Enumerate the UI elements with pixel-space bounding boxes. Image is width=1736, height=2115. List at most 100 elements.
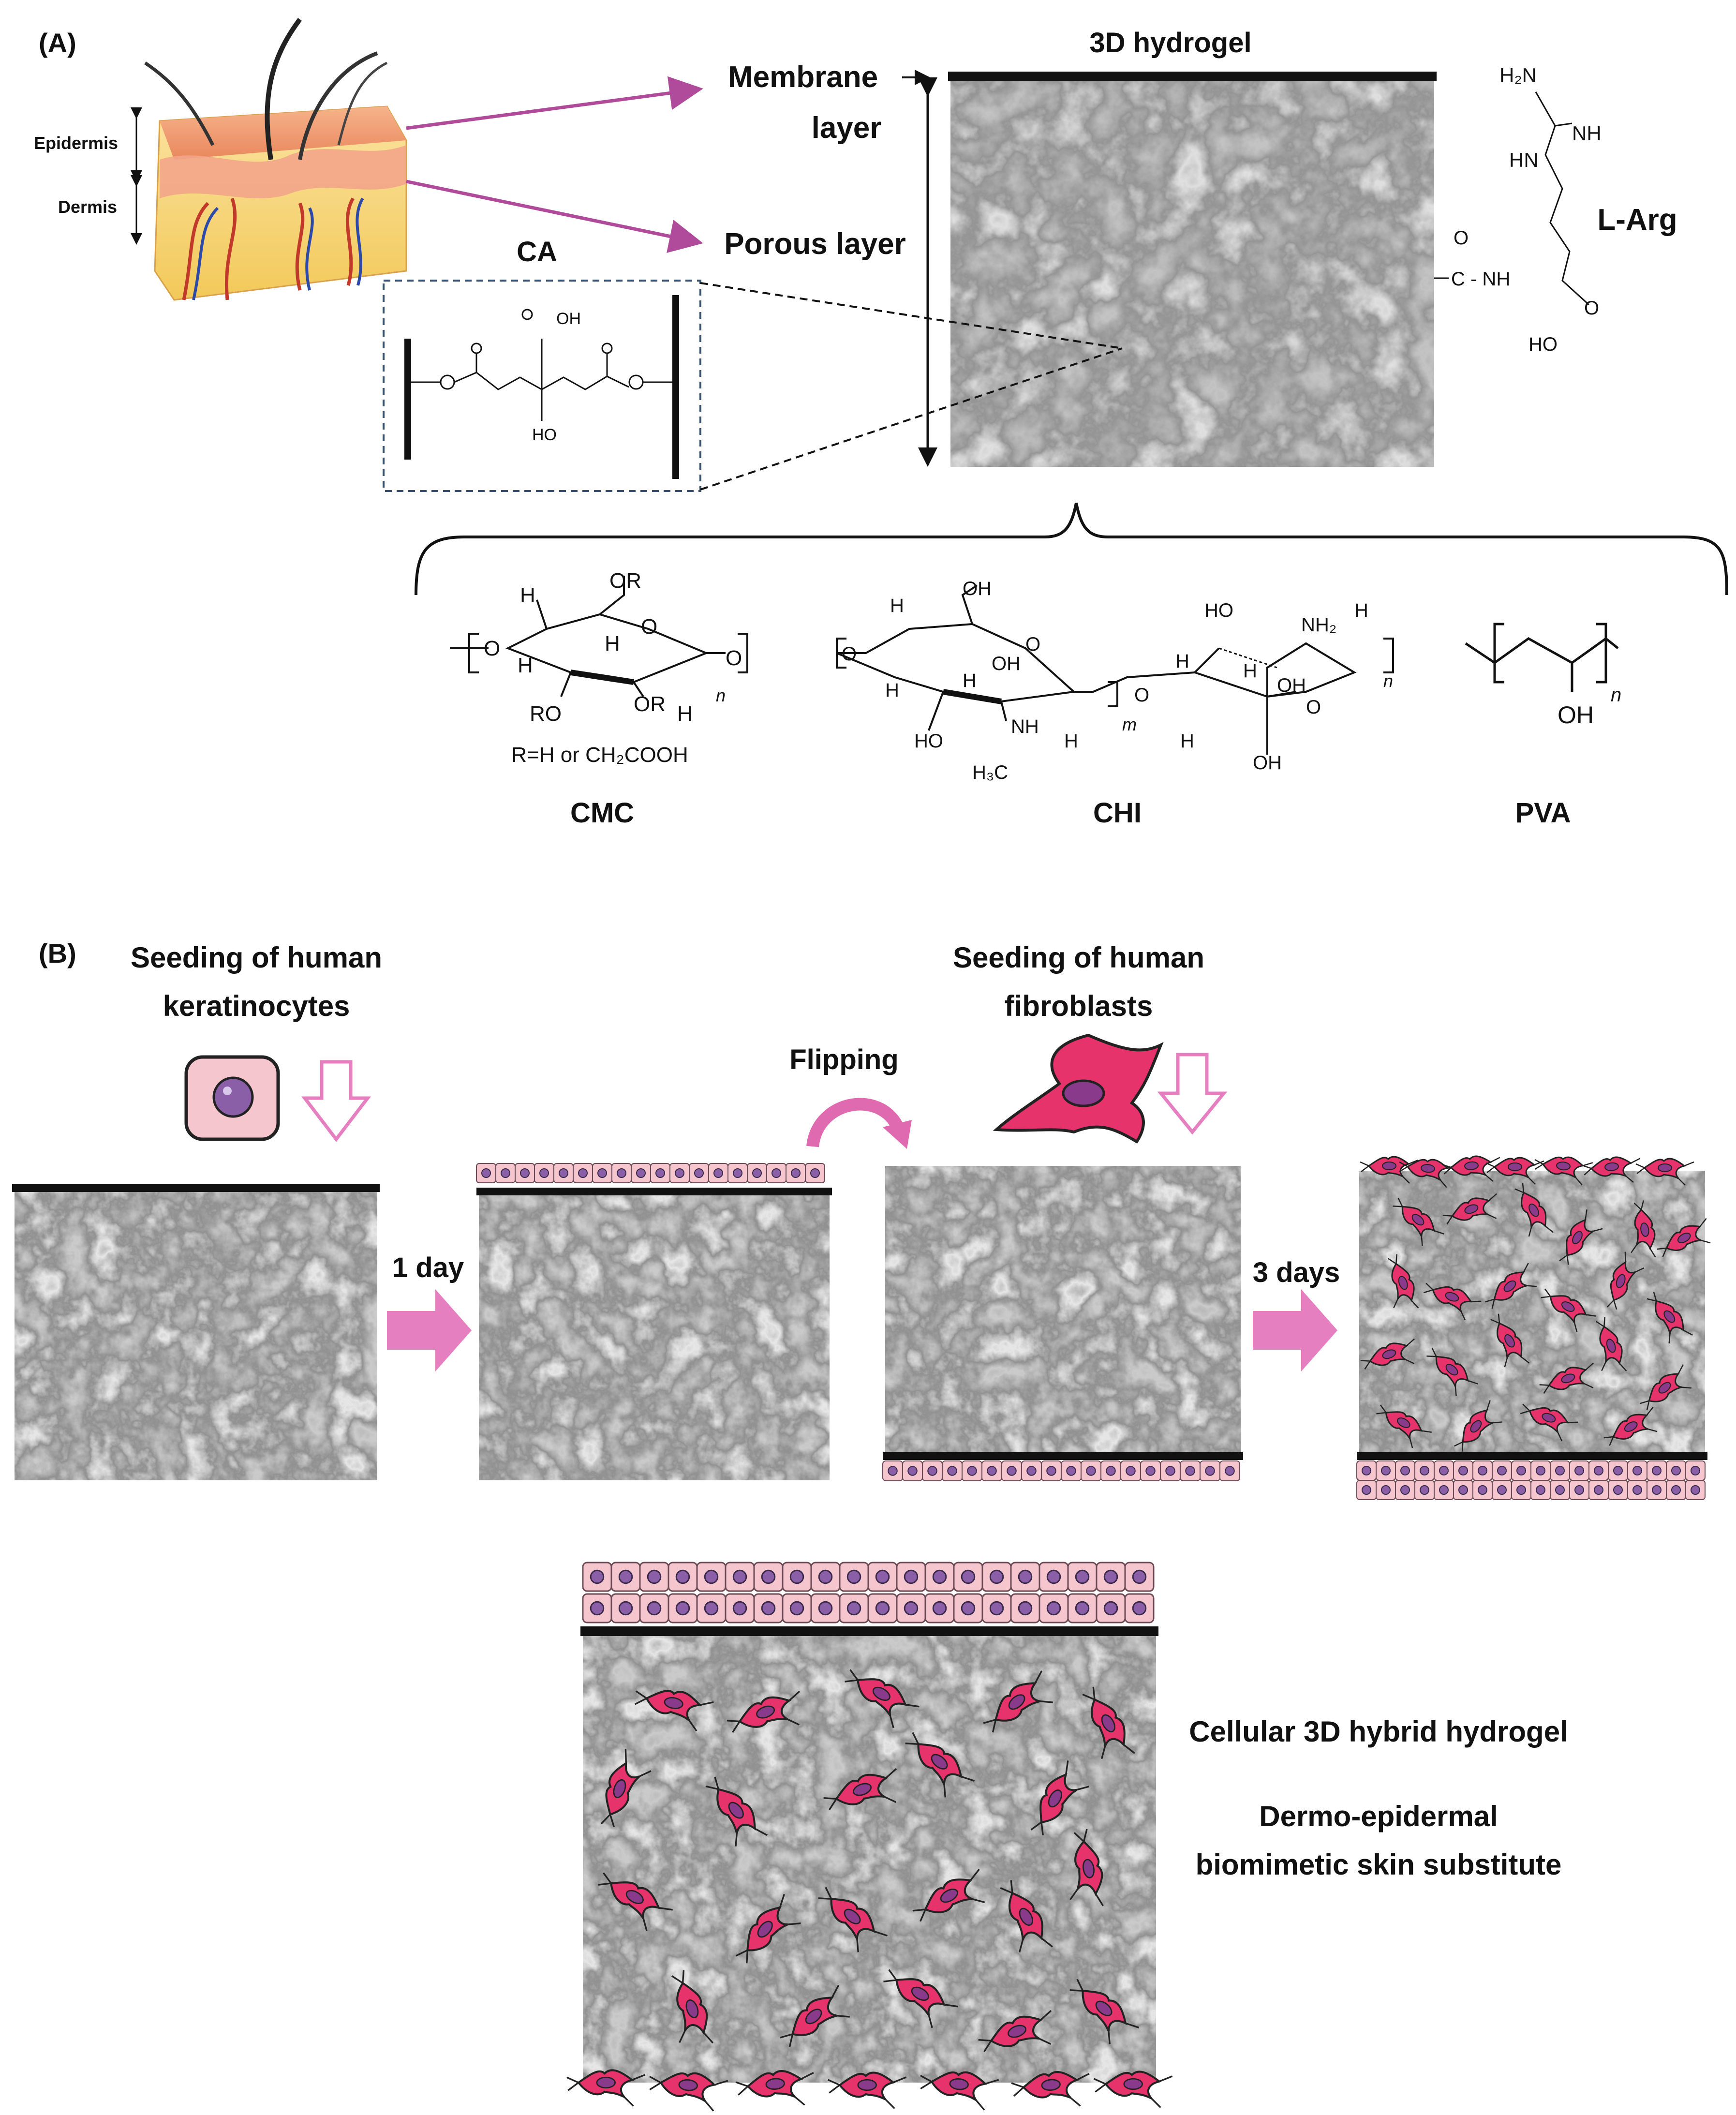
keratinocyte-cell xyxy=(839,1593,869,1623)
keratinocyte-cell xyxy=(902,1460,923,1482)
seed-keratinocytes-line2: keratinocytes xyxy=(163,990,350,1022)
chi-ho-right: HO xyxy=(1204,600,1233,621)
keratinocyte-cell xyxy=(1010,1562,1040,1592)
keratinocyte-cell xyxy=(1569,1460,1589,1481)
keratinocyte-cell xyxy=(1040,1460,1062,1482)
keratinocyte-cell xyxy=(1492,1460,1512,1481)
step-3-days-label: 3 days xyxy=(1253,1257,1340,1288)
ca-ho-group: HO xyxy=(532,426,557,444)
cmc-n: n xyxy=(716,685,726,705)
keratinocyte-cell xyxy=(611,1163,632,1183)
keratinocyte-cell xyxy=(668,1562,698,1592)
ca-oh-group: OH xyxy=(556,310,581,328)
keratinocyte-cell xyxy=(1666,1480,1686,1500)
cmc-ro: RO xyxy=(530,702,562,726)
keratinocyte-cell xyxy=(1608,1460,1628,1481)
keratinocyte-cell xyxy=(669,1163,690,1183)
keratinocyte-seed-arrow xyxy=(301,1060,371,1142)
fibroblast-seed-arrow xyxy=(1157,1053,1228,1135)
cmc-or-top: OR xyxy=(609,569,641,593)
keratinocyte-cell xyxy=(961,1460,983,1482)
keratinocyte-cell xyxy=(1530,1460,1551,1481)
keratinocyte-cell xyxy=(786,1163,806,1183)
panel-a-tag: (A) xyxy=(39,28,76,58)
keratinocyte-cell xyxy=(639,1562,669,1592)
cmc-label: CMC xyxy=(570,797,634,829)
keratinocyte-cell xyxy=(592,1163,612,1183)
keratinocyte-cell xyxy=(1096,1562,1126,1592)
keratinocyte-cell xyxy=(1199,1460,1221,1482)
pva-oh: OH xyxy=(1558,701,1594,729)
cmc-o-ring: O xyxy=(641,615,657,639)
keratinocyte-cell xyxy=(696,1562,727,1592)
chi-h-6: H xyxy=(1175,651,1189,672)
keratinocyte-cell xyxy=(1647,1460,1667,1481)
pva-n: n xyxy=(1611,685,1621,706)
keratinocyte-cell xyxy=(727,1163,748,1183)
chi-n: n xyxy=(1383,671,1393,691)
keratinocyte-cell xyxy=(882,1460,904,1482)
keratinocyte-cell xyxy=(1120,1460,1142,1482)
larg-o-top: O xyxy=(1454,227,1469,249)
keratinocyte-cell xyxy=(747,1163,767,1183)
chi-nh: NH xyxy=(1011,716,1039,737)
seed-keratinocytes-line1: Seeding of human xyxy=(131,941,382,974)
skin-illustration xyxy=(144,18,407,301)
keratinocyte-layer-step3 xyxy=(882,1460,1241,1482)
chi-oh-top: OH xyxy=(963,578,992,599)
keratinocyte-cell xyxy=(1685,1480,1706,1500)
keratinocyte-cell xyxy=(610,1593,641,1623)
keratinocyte-cell xyxy=(1608,1480,1628,1500)
keratinocyte-layer-final-2 xyxy=(582,1593,1155,1623)
keratinocyte-cell xyxy=(1039,1562,1069,1592)
keratinocyte-layer-step4-a xyxy=(1356,1460,1706,1481)
flipping-arrow xyxy=(806,1098,906,1147)
membrane-layer-bar xyxy=(948,72,1437,81)
step-3-days-arrow xyxy=(1253,1289,1337,1371)
keratinocyte-cell xyxy=(1511,1460,1531,1481)
keratinocyte-cell xyxy=(1666,1460,1686,1481)
keratinocyte-cell xyxy=(1067,1562,1098,1592)
scaffold-step2 xyxy=(479,1195,830,1480)
scaffold-step1-membrane xyxy=(12,1184,380,1192)
ca-zoom-line-top xyxy=(700,282,1123,349)
keratinocyte-cell xyxy=(1376,1460,1396,1481)
keratinocyte-cell xyxy=(782,1562,812,1592)
keratinocyte-cell xyxy=(1472,1460,1493,1481)
keratinocyte-cell xyxy=(981,1593,1012,1623)
larg-nh: NH xyxy=(1572,122,1602,145)
keratinocyte-cell xyxy=(924,1562,955,1592)
chi-structure: OH O O H OH H H NH HO H₃C H m O HO NH₂ H… xyxy=(836,578,1394,783)
scaffold-step2-membrane xyxy=(476,1188,832,1195)
keratinocyte-cell xyxy=(981,1460,1003,1482)
keratinocyte-cell xyxy=(805,1163,825,1183)
panel-b-tag: (B) xyxy=(39,938,76,968)
larg-co-nh: C - NH xyxy=(1451,268,1510,290)
fibroblast-icon xyxy=(993,1033,1164,1144)
chi-h-1: H xyxy=(890,595,904,616)
keratinocyte-cell xyxy=(953,1562,983,1592)
larg-hn: HN xyxy=(1509,149,1539,171)
scaffold-step1 xyxy=(15,1190,377,1480)
keratinocyte-cell xyxy=(753,1593,784,1623)
keratinocyte-cell xyxy=(689,1163,709,1183)
scaffold-final-membrane xyxy=(580,1626,1158,1636)
flipping-label: Flipping xyxy=(789,1044,899,1075)
keratinocyte-cell xyxy=(1627,1480,1647,1500)
keratinocyte-cell xyxy=(896,1562,926,1592)
cmc-r-note: R=H or CH₂COOH xyxy=(511,743,688,767)
hydrogel-title: 3D hydrogel xyxy=(1089,27,1251,59)
keratinocyte-cell xyxy=(867,1562,898,1592)
keratinocyte-icon xyxy=(184,1055,280,1141)
chi-oh-mid: OH xyxy=(992,653,1021,674)
chi-ho-bottom: HO xyxy=(914,730,943,752)
keratinocyte-layer-step4-b xyxy=(1356,1480,1706,1500)
chi-label: CHI xyxy=(1093,797,1142,829)
keratinocyte-cell xyxy=(1159,1460,1181,1482)
chi-o-link: O xyxy=(1134,685,1149,706)
larg-ho: HO xyxy=(1528,334,1558,355)
keratinocyte-cell xyxy=(708,1163,728,1183)
keratinocyte-cell xyxy=(1356,1460,1377,1481)
larg-h2n: H₂N xyxy=(1499,64,1537,87)
keratinocyte-cell xyxy=(953,1593,983,1623)
